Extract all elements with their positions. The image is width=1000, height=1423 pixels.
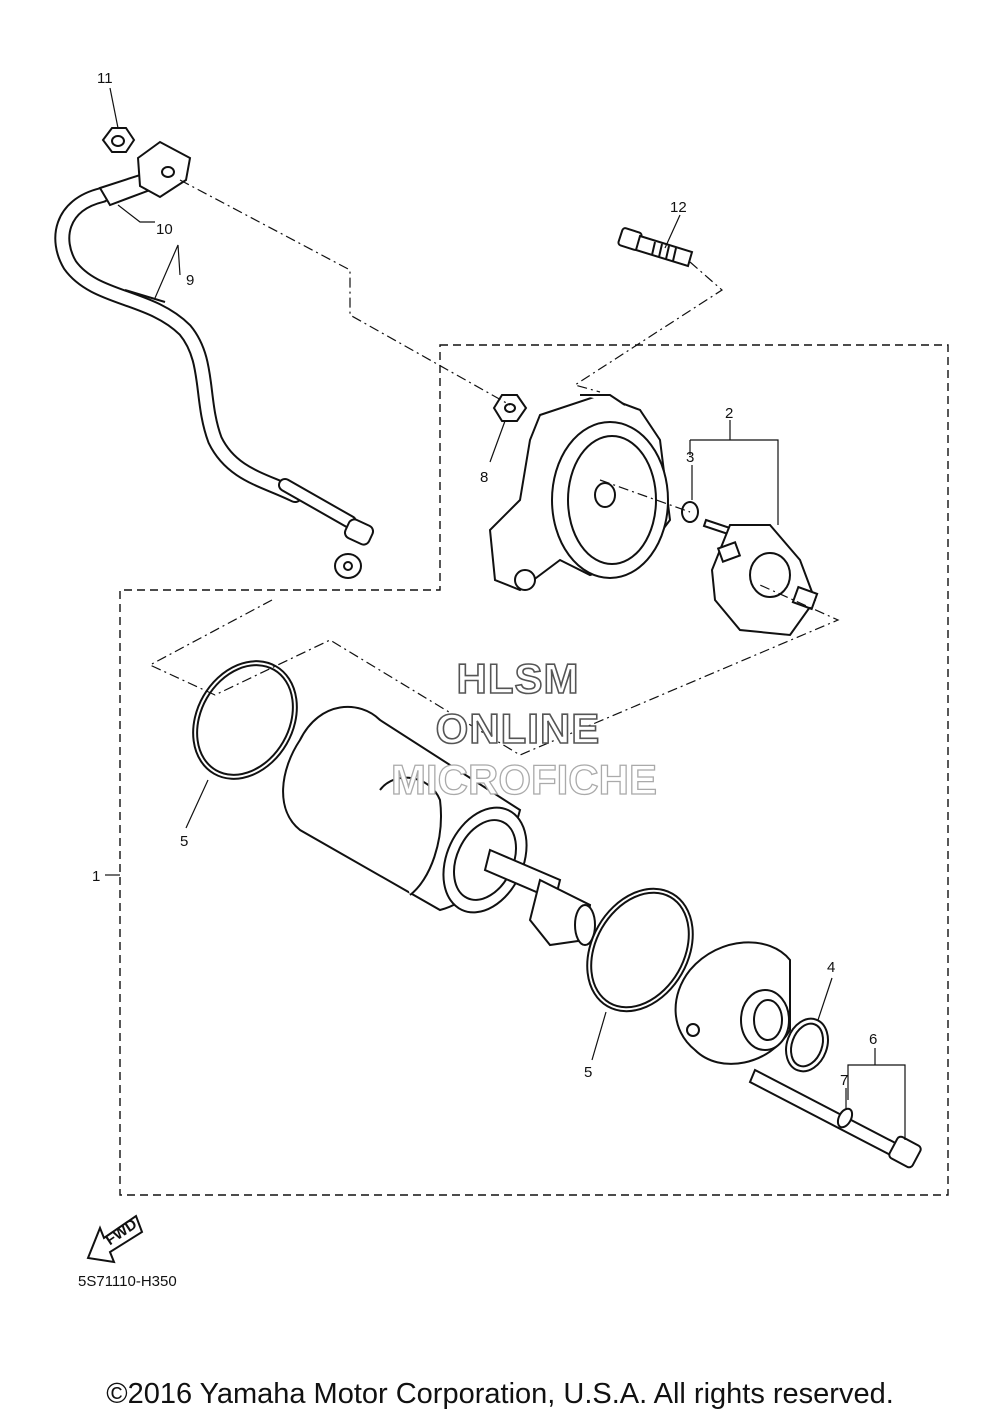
callout-3[interactable]: 3: [686, 449, 694, 466]
part-3-o-ring[interactable]: [681, 501, 699, 523]
watermark-line-3: MICROFICHE: [391, 756, 657, 803]
part-2-brush-holder[interactable]: [702, 518, 819, 637]
callout-5-lower[interactable]: 5: [584, 1064, 592, 1081]
part-9-starter-cable[interactable]: [54, 187, 375, 579]
part-11-nut[interactable]: [101, 127, 136, 153]
part-7-washer[interactable]: [835, 1106, 855, 1129]
callout-4[interactable]: 4: [827, 959, 835, 976]
leader-4: [817, 977, 833, 1021]
part-12-bolt[interactable]: [617, 227, 694, 268]
armature-shaft[interactable]: [483, 848, 596, 947]
diagram-reference-code: 5S71110-H350: [78, 1273, 177, 1290]
part-5-o-ring-upper[interactable]: [172, 642, 317, 797]
leader-10: [117, 204, 155, 223]
callout-6[interactable]: 6: [869, 1031, 877, 1048]
callout-8[interactable]: 8: [480, 469, 488, 486]
part-8-nut[interactable]: [492, 394, 528, 422]
callout-12[interactable]: 12: [670, 199, 687, 216]
leader-11: [109, 87, 119, 129]
part-10-cable-terminal[interactable]: [98, 140, 192, 207]
alignment-line-shaft: [599, 479, 691, 513]
part-4-o-ring[interactable]: [779, 1013, 835, 1077]
callout-10[interactable]: 10: [156, 221, 173, 238]
fwd-arrow-icon: FWD: [86, 1214, 144, 1264]
part-5-o-ring-lower[interactable]: [566, 870, 714, 1031]
alignment-line-assembly: [148, 584, 840, 756]
watermark-line-2: ONLINE: [436, 705, 601, 752]
alignment-line-cable: [179, 179, 511, 406]
front-cover[interactable]: [674, 941, 791, 1065]
leader-9: [154, 244, 181, 299]
callout-7[interactable]: 7: [840, 1072, 848, 1089]
callout-5-upper[interactable]: 5: [180, 833, 188, 850]
part-6-through-bolt[interactable]: [748, 1068, 922, 1169]
assembly-boundary: [119, 344, 949, 1196]
alignment-line-bolt: [573, 261, 723, 393]
leader-2: [689, 420, 779, 525]
callout-1[interactable]: 1: [92, 868, 100, 885]
leader-5b: [591, 1011, 607, 1061]
rear-cover-bracket[interactable]: [488, 393, 672, 592]
leader-5a: [185, 779, 209, 829]
callout-9[interactable]: 9: [186, 272, 194, 289]
callout-2[interactable]: 2: [725, 405, 733, 422]
leader-8: [489, 420, 506, 463]
copyright-notice: ©2016 Yamaha Motor Corporation, U.S.A. A…: [106, 1378, 894, 1410]
leader-6: [847, 1048, 906, 1140]
callout-11[interactable]: 11: [97, 70, 113, 87]
leader-12: [664, 214, 681, 249]
watermark-line-1: HLSM: [457, 655, 580, 702]
